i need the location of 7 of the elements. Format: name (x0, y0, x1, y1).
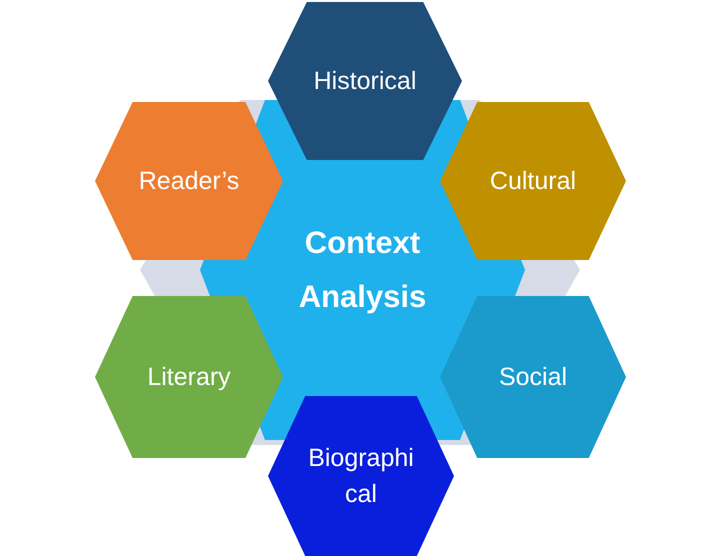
hexagon-label: Context Analysis (298, 224, 428, 316)
hexagon-label: Social (498, 362, 568, 393)
hexagon-label: Reader’s (138, 166, 240, 197)
hexagon-label: Biographi cal (308, 442, 414, 510)
hexagon-label: Historical (314, 66, 416, 97)
hexagon-label: Cultural (490, 166, 576, 197)
hexagon-label: Literary (147, 362, 231, 393)
